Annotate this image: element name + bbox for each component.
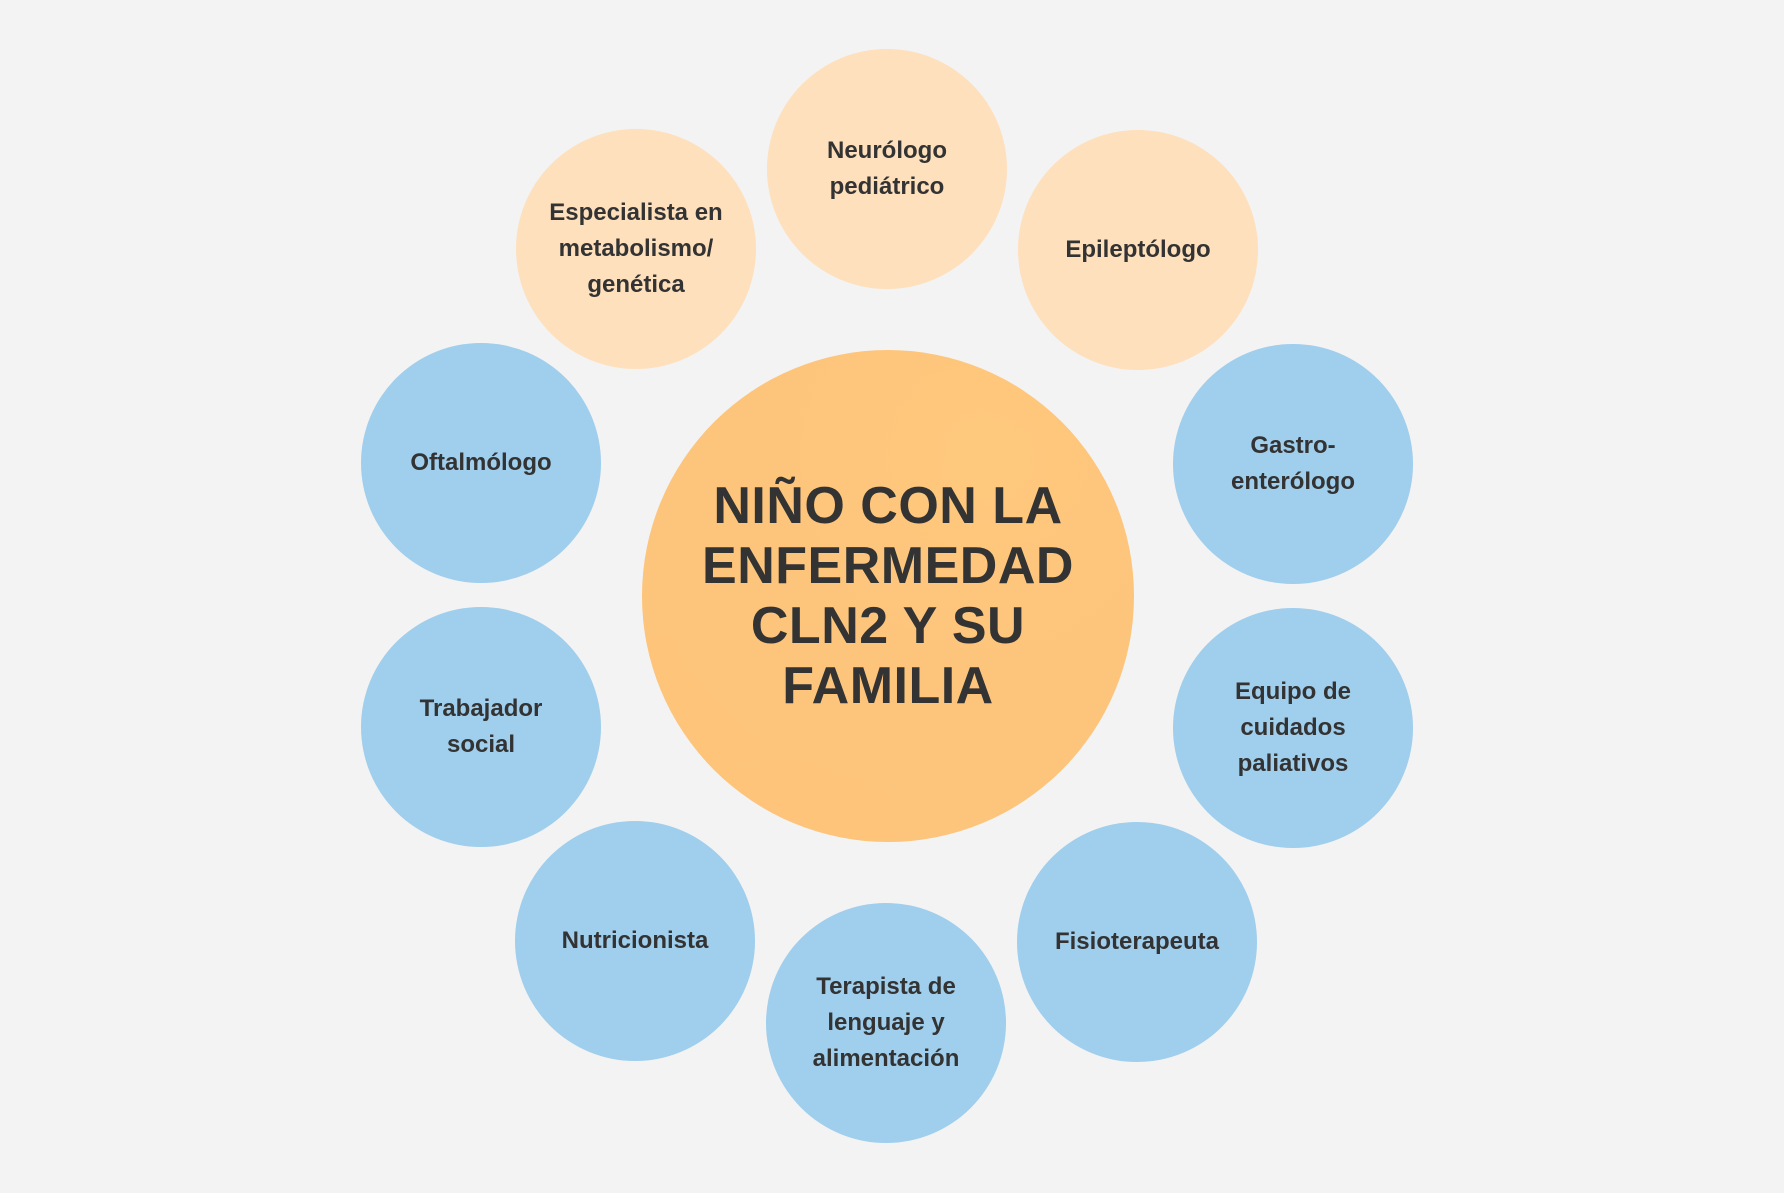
node-label: Equipo de cuidados paliativos [1235,678,1351,777]
node-label: Epileptólogo [1065,236,1211,263]
node-label: Neurólogo pediátrico [827,137,947,200]
node-label: Nutricionista [561,927,709,954]
node-especialista-metabolismo: Especialista en metabolismo/ genética [516,129,756,369]
node-terapista-lenguaje: Terapista de lenguaje y alimentación [766,903,1006,1143]
node-label: Gastro- enterólogo [1231,432,1355,495]
node-label: Fisioterapeuta [1054,928,1220,955]
node-nutricionista: Nutricionista [515,821,755,1061]
center-label: NIÑO CON LA ENFERMEDAD CLN2 Y SU FAMILIA [702,477,1074,715]
node-epileptologo: Epileptólogo [1018,130,1258,370]
node-label: Trabajador social [419,695,543,758]
node-label: Oftalmólogo [410,449,552,476]
node-gastroenterologo: Gastro- enterólogo [1173,344,1413,584]
node-label: Terapista de lenguaje y alimentación [812,973,960,1072]
node-oftalmologo: Oftalmólogo [361,343,601,583]
node-trabajador-social: Trabajador social [361,607,601,847]
node-fisioterapeuta: Fisioterapeuta [1017,822,1257,1062]
node-label: Especialista en metabolismo/ genética [549,199,723,298]
node-equipo-cuidados-paliativos: Equipo de cuidados paliativos [1173,608,1413,848]
center-node: NIÑO CON LA ENFERMEDAD CLN2 Y SU FAMILIA [642,350,1134,842]
node-neurologo-pediatrico: Neurólogo pediátrico [767,49,1007,289]
